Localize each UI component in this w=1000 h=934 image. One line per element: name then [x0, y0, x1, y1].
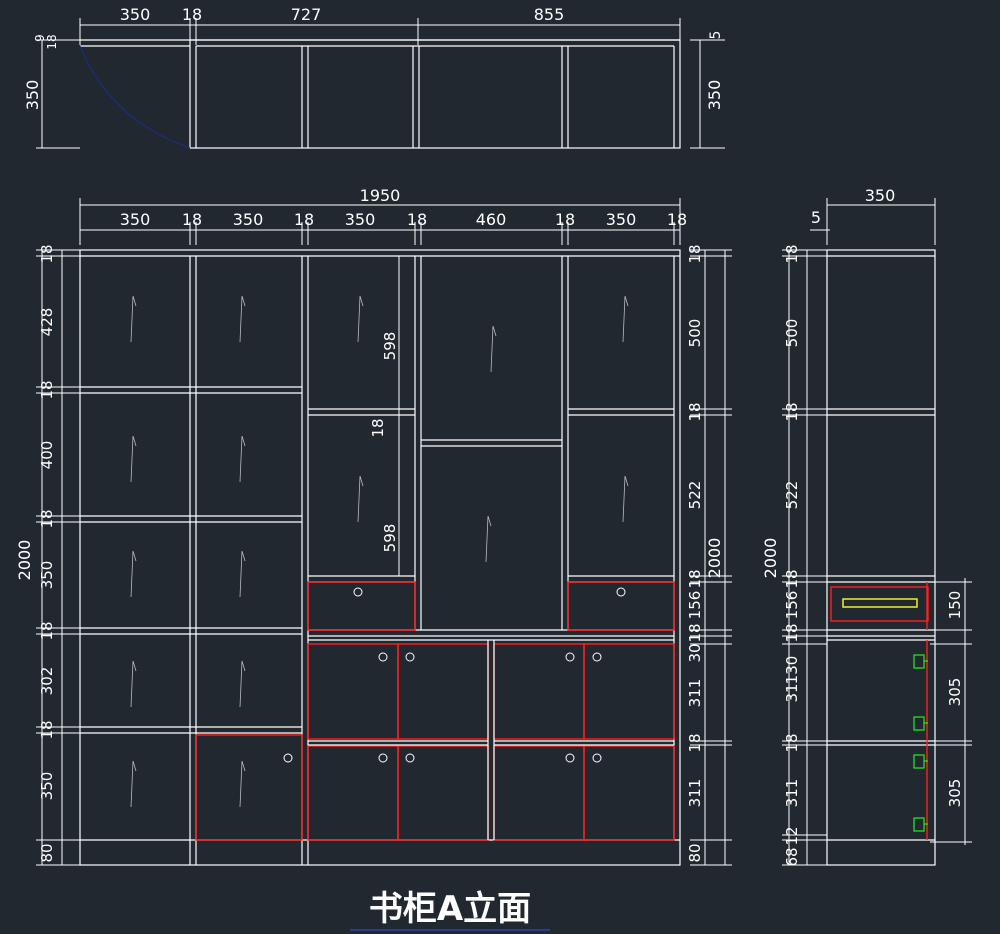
top-width-18: 18 [182, 5, 202, 24]
side-view: 350 5 2000 18 500 18 52 [761, 186, 972, 867]
front-inner-598-bottom: 598 [381, 524, 399, 553]
side-back: 5 [811, 208, 821, 227]
side-drawer-150: 150 [946, 591, 964, 620]
front-width-5: 18 [407, 210, 427, 229]
front-right-h10: 311 [686, 779, 704, 808]
side-h1: 500 [783, 319, 801, 348]
side-h3: 522 [783, 481, 801, 510]
front-width-0: 350 [120, 210, 151, 229]
side-h0: 18 [783, 244, 801, 263]
door-hinge-mark [130, 660, 137, 708]
top-width-727: 727 [291, 5, 322, 24]
front-view: 1950 350 18 350 18 350 18 460 18 350 18 [15, 186, 732, 866]
top-left-depth: 350 [23, 80, 42, 111]
door-hinge-mark [130, 295, 137, 343]
front-right-h9: 18 [686, 733, 704, 752]
side-drawer-305-bottom: 305 [946, 779, 964, 808]
side-h9: 18 [783, 733, 801, 752]
front-width-7: 18 [555, 210, 575, 229]
top-left-18: 18 [45, 34, 59, 49]
front-right-h1: 500 [686, 319, 704, 348]
front-overall-height-right: 2000 [705, 538, 724, 579]
door-hinge-mark [357, 295, 364, 343]
front-left-h9: 350 [38, 772, 56, 801]
front-left-h7: 302 [38, 667, 56, 696]
side-h8: 130 [783, 656, 801, 685]
front-right-h3: 522 [686, 481, 704, 510]
door-hinge-mark [239, 435, 246, 483]
front-left-h6: 18 [38, 621, 56, 640]
front-right-h4: 18 [686, 569, 704, 588]
door-hinge-mark [622, 475, 629, 523]
side-h4: 18 [783, 569, 801, 588]
top-width-855: 855 [534, 5, 565, 24]
front-right-h8: 311 [686, 679, 704, 708]
front-overall-width: 1950 [360, 186, 401, 205]
front-inner-598-top: 598 [381, 332, 399, 361]
side-overall-height: 2000 [761, 538, 780, 579]
front-width-1: 18 [182, 210, 202, 229]
door-hinge-mark [485, 515, 492, 563]
front-overall-height-left: 2000 [15, 540, 34, 581]
front-right-h5: 156 [686, 591, 704, 620]
door-hinge-mark [490, 325, 497, 373]
door-hinge-mark [130, 760, 137, 808]
side-drawer-305-top: 305 [946, 678, 964, 707]
front-left-h3: 400 [38, 441, 56, 470]
side-h7: 31 [783, 683, 801, 702]
front-right-h6: 18 [686, 623, 704, 642]
side-h6: 18 [783, 623, 801, 642]
drawing-title: 书柜A立面 [369, 889, 531, 929]
front-right-h11: 80 [686, 843, 704, 862]
door-hinge-mark [357, 475, 364, 523]
side-h2: 18 [783, 402, 801, 421]
front-left-h2: 18 [38, 380, 56, 399]
side-h12: 12 [783, 826, 801, 845]
door-hinge-mark [130, 550, 137, 598]
front-right-h7: 30 [686, 643, 704, 662]
front-left-h5: 350 [38, 561, 56, 590]
front-width-3: 18 [294, 210, 314, 229]
front-left-h4: 18 [38, 509, 56, 528]
side-h10: 311 [783, 779, 801, 808]
front-width-4: 350 [345, 210, 376, 229]
top-right-5: 5 [708, 31, 724, 40]
door-hinge-mark [239, 660, 246, 708]
door-hinge-mark [130, 435, 137, 483]
front-left-h10: 80 [38, 843, 56, 862]
door-hinge-mark [239, 295, 246, 343]
front-width-9: 18 [667, 210, 687, 229]
top-width-350: 350 [120, 5, 151, 24]
side-depth: 350 [865, 186, 896, 205]
front-left-h0: 18 [38, 244, 56, 263]
front-width-8: 350 [606, 210, 637, 229]
front-inner-18: 18 [369, 418, 387, 437]
front-left-h8: 18 [38, 720, 56, 739]
front-right-h2: 18 [686, 402, 704, 421]
front-width-2: 350 [233, 210, 264, 229]
door-hinge-mark [622, 295, 629, 343]
door-hinge-mark [239, 760, 246, 808]
door-hinge-mark [239, 550, 246, 598]
front-left-h1: 428 [38, 308, 56, 337]
side-h5: 156 [783, 591, 801, 620]
top-right-depth: 350 [705, 80, 724, 111]
top-view: 350 18 727 855 350 9 18 350 5 [23, 5, 725, 149]
side-h11: 68 [783, 847, 801, 866]
top-left-9: 9 [33, 34, 47, 42]
front-right-h0: 18 [686, 244, 704, 263]
front-width-6: 460 [476, 210, 507, 229]
